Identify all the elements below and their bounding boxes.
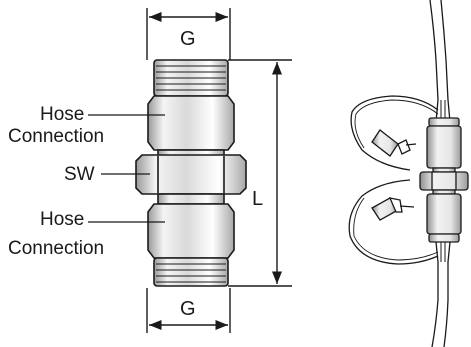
lower-bracket xyxy=(348,179,439,265)
upper-hose xyxy=(429,0,449,101)
upper-hose-label-line2: Connection xyxy=(8,126,104,147)
lower-hose xyxy=(431,241,451,347)
thread-lines xyxy=(156,65,226,283)
lower-thread xyxy=(153,257,229,287)
lower-fitting-body xyxy=(426,193,462,235)
lower-hose-body xyxy=(147,203,235,259)
g-dimension-top xyxy=(146,8,231,60)
wrench-size-label: SW xyxy=(64,164,95,185)
lower-hose-label-line2: Connection xyxy=(8,238,104,259)
upper-hose-label-line1: Hose xyxy=(40,104,84,125)
length-label: L xyxy=(252,188,263,210)
g-label-top: G xyxy=(180,28,196,50)
g-dimension-bottom xyxy=(146,288,231,333)
lower-ferrule xyxy=(428,233,460,243)
g-label-bottom: G xyxy=(180,298,196,320)
upper-fitting-body xyxy=(426,125,462,169)
wrench-nut xyxy=(135,154,247,195)
lower-hose-label-line1: Hose xyxy=(40,209,84,230)
upper-ferrule xyxy=(428,117,460,127)
l-dimension xyxy=(228,59,292,287)
lower-neck xyxy=(157,193,225,205)
upper-hose-body xyxy=(147,95,235,151)
fitting-elevation xyxy=(135,59,247,287)
lower-dust-cap xyxy=(371,197,415,221)
installed-nut xyxy=(419,171,469,191)
upper-dust-cap xyxy=(371,129,417,157)
upper-bracket xyxy=(350,95,439,171)
installed-view xyxy=(348,0,469,347)
